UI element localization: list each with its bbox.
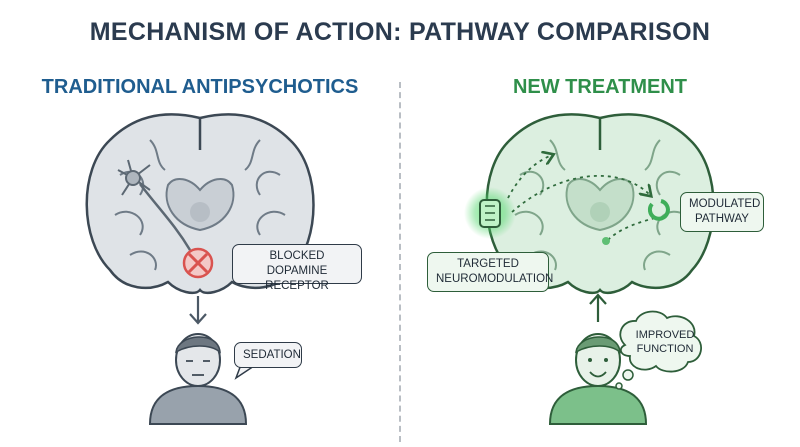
neuromodulation-label-line1: TARGETED [457, 258, 519, 270]
signal-path-arrows [507, 155, 656, 245]
improved-function-text: IMPROVED FUNCTION [630, 328, 700, 356]
neuron-icon [117, 159, 192, 251]
sedation-callout: SEDATION [234, 342, 302, 368]
modulated-pathway-label-line1: MODULATED [689, 198, 761, 210]
right-arrow-up-icon [589, 293, 607, 322]
blocked-receptor-label-line1: BLOCKED [269, 250, 325, 262]
sedation-label: SEDATION [243, 349, 301, 361]
blocked-receptor-callout: BLOCKED DOPAMINE RECEPTOR [232, 244, 362, 292]
traditional-heading: TRADITIONAL ANTIPSYCHOTICS [41, 76, 359, 98]
improved-function-label-line2: FUNCTION [636, 343, 694, 355]
blocked-receptor-label-line2: DOPAMINE RECEPTOR [265, 265, 329, 292]
improved-person-icon [548, 333, 648, 425]
neuromodulation-callout: TARGETED NEUROMODULATION [427, 252, 554, 292]
left-arrow-down-icon [189, 296, 207, 325]
page-title: MECHANISM OF ACTION: PATHWAY COMPARISON [89, 18, 711, 46]
modulated-pathway-callout: MODULATED PATHWAY [680, 192, 764, 232]
improved-function-label-line1: IMPROVED [635, 329, 695, 341]
modulated-pathway-icon [647, 199, 670, 221]
panel-divider [399, 82, 401, 442]
blocked-receptor-icon [182, 247, 214, 279]
modulated-pathway-label-line2: PATHWAY [695, 213, 749, 225]
neuromodulation-device-icon [464, 187, 516, 239]
neuromodulation-label-line2: NEUROMODULATION [436, 273, 554, 285]
thought-bubble [615, 310, 702, 390]
new-treatment-heading: NEW TREATMENT [512, 76, 688, 98]
sedated-person-icon [148, 333, 248, 425]
